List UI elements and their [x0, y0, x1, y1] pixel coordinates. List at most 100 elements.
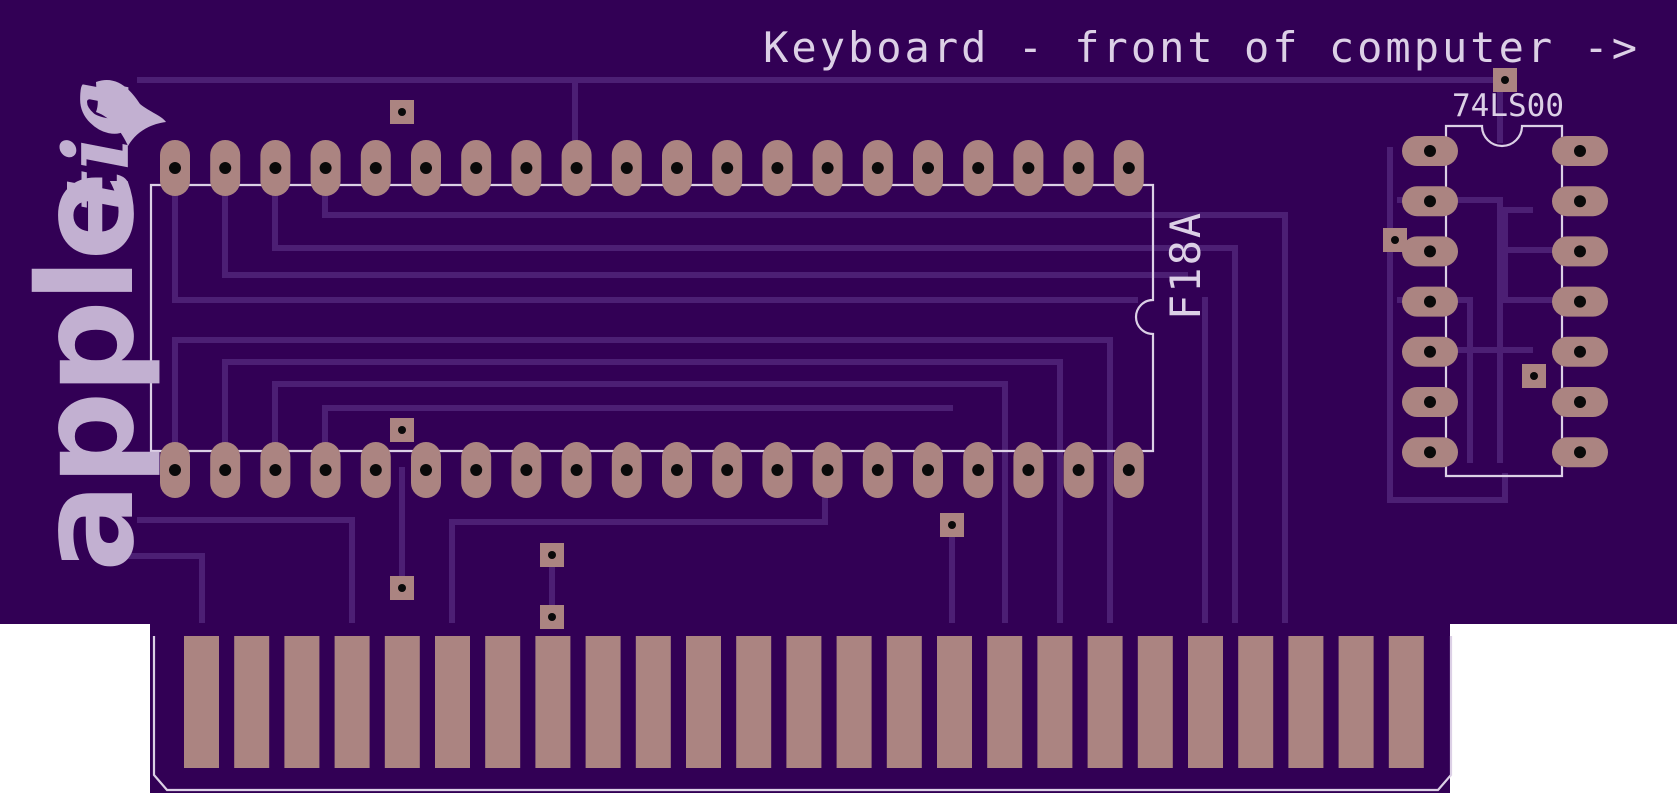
trace-8	[222, 359, 1063, 623]
edge-finger-9	[585, 636, 621, 768]
edge-finger-17	[987, 636, 1023, 768]
large-ic-drill-5	[369, 162, 382, 174]
via-drill-5	[548, 613, 556, 621]
large-ic-drill-3	[269, 162, 282, 174]
large-ic-drill-35	[871, 464, 884, 476]
large-ic-drill-22	[219, 464, 232, 476]
small-ic-drill-4	[1424, 295, 1436, 308]
via-drill-7	[1501, 76, 1509, 84]
edge-finger-13	[786, 636, 822, 768]
large-ic-drill-7	[470, 162, 483, 174]
via-drill-3	[398, 584, 406, 592]
small-ic-drill-3	[1424, 245, 1436, 258]
trace-13	[117, 553, 205, 623]
small-ic-drill-2	[1424, 195, 1436, 208]
large-ic-drill-33	[771, 464, 784, 476]
small-ic-outline	[1444, 124, 1564, 478]
large-ic-drill-25	[369, 464, 382, 476]
orientation-note: Keyboard - front of computer ->	[763, 23, 1640, 72]
edge-finger-14	[836, 636, 872, 768]
large-ic-drill-18	[1022, 162, 1035, 174]
edge-finger-5	[384, 636, 420, 768]
large-ic-drill-13	[771, 162, 784, 174]
large-ic-drill-29	[570, 464, 583, 476]
large-ic-drill-34	[821, 464, 834, 476]
large-ic-drill-38	[1022, 464, 1035, 476]
large-ic-drill-16	[922, 162, 934, 174]
small-ic-drill-11	[1574, 295, 1586, 308]
small-ic-drill-10	[1574, 245, 1586, 258]
via-drill-1	[398, 108, 406, 116]
large-ic-drill-6	[420, 162, 432, 174]
large-ic-drill-14	[821, 162, 834, 174]
small-ic-drill-8	[1574, 145, 1586, 157]
small-ic-drill-9	[1574, 195, 1586, 208]
large-ic-drill-39	[1072, 464, 1085, 476]
small-ic-drill-12	[1574, 345, 1586, 358]
trace-7	[172, 337, 1113, 623]
edge-finger-8	[535, 636, 571, 768]
large-ic-drill-36	[922, 464, 934, 476]
large-ic-drill-9	[570, 162, 583, 174]
small-ic-drill-5	[1424, 345, 1436, 358]
large-ic-drill-17	[972, 162, 985, 174]
edge-finger-2	[234, 636, 270, 768]
large-ic-outline	[149, 183, 1155, 453]
edge-finger-1	[184, 636, 219, 768]
edge-finger-11	[686, 636, 721, 768]
small-ic-drill-6	[1424, 396, 1436, 408]
large-ic-drill-28	[520, 464, 533, 476]
large-ic-drill-1	[169, 162, 181, 174]
edge-finger-19	[1087, 636, 1123, 768]
silkscreen-layer	[149, 124, 1564, 792]
edge-finger-18	[1037, 636, 1073, 768]
small-ic-drill-7	[1424, 446, 1436, 459]
large-ic-drill-24	[319, 464, 332, 476]
edge-finger-23	[1288, 636, 1324, 768]
ic-small-label: 74LS00	[1452, 88, 1564, 124]
via-drill-4	[548, 551, 556, 559]
apple-leaf-icon	[96, 80, 166, 146]
drill-layer	[169, 76, 1586, 621]
trace-9	[272, 381, 1008, 623]
small-ic-drill-1	[1424, 145, 1436, 157]
edge-finger-20	[1137, 636, 1173, 768]
large-ic-drill-15	[871, 162, 884, 174]
edge-connector-outline	[152, 636, 1453, 792]
ic-large-label: F18A	[1161, 211, 1210, 320]
large-ic-drill-19	[1072, 162, 1085, 174]
large-ic-drill-31	[671, 464, 683, 476]
via-drill-6	[948, 521, 956, 529]
large-ic-drill-27	[470, 464, 483, 476]
large-ic-drill-4	[319, 162, 332, 174]
large-ic-drill-26	[420, 464, 432, 476]
large-ic-drill-10	[620, 162, 633, 174]
small-ic-drill-13	[1574, 396, 1586, 408]
edge-finger-6	[435, 636, 470, 768]
large-ic-drill-40	[1122, 464, 1135, 476]
large-ic-drill-12	[721, 162, 734, 174]
large-ic-drill-23	[269, 464, 282, 476]
trace-21	[1502, 207, 1553, 303]
edge-finger-15	[886, 636, 922, 768]
large-ic-drill-11	[671, 162, 683, 174]
large-ic-drill-32	[721, 464, 734, 476]
apple-logo-icon: apple tia	[10, 78, 166, 572]
edge-finger-7	[485, 636, 521, 768]
edge-finger-21	[1188, 636, 1223, 768]
large-ic-drill-37	[972, 464, 985, 476]
trace-14	[449, 472, 828, 623]
small-ic-drill-14	[1574, 446, 1586, 459]
edge-finger-10	[635, 636, 671, 768]
edge-finger-22	[1238, 636, 1274, 768]
large-ic-drill-21	[169, 464, 181, 476]
large-ic-drill-8	[520, 162, 533, 174]
large-ic-drill-30	[620, 464, 633, 476]
edge-finger-24	[1338, 636, 1374, 768]
edge-finger-12	[736, 636, 772, 768]
edge-finger-16	[937, 636, 972, 768]
logo-text: apple	[10, 174, 164, 572]
edge-finger-3	[284, 636, 320, 768]
